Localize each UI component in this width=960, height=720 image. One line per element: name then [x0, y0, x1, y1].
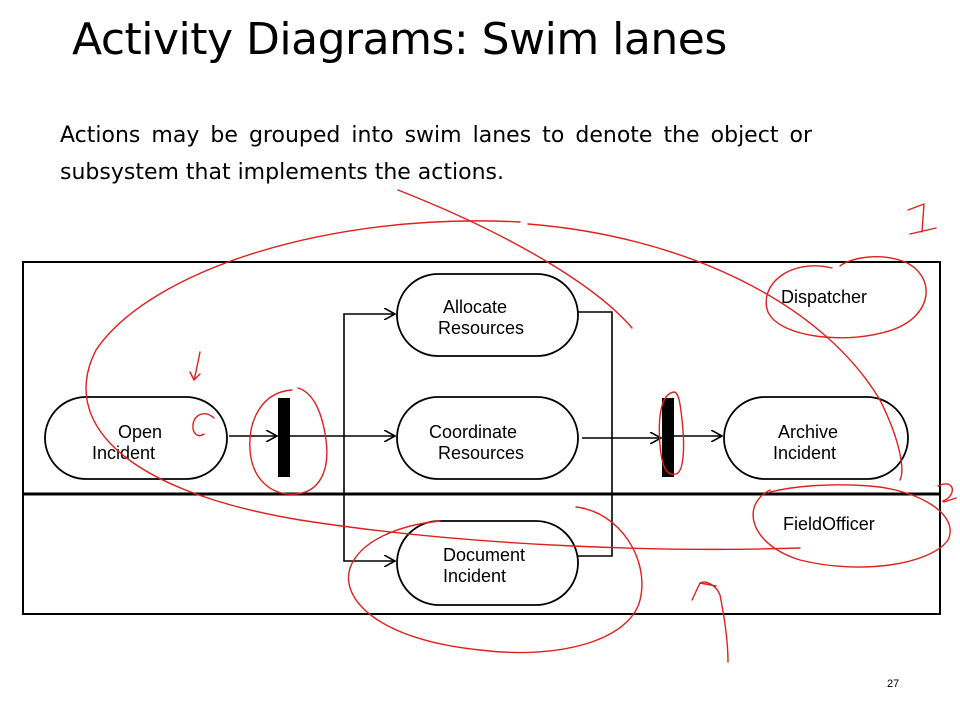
action-label-line: Incident [92, 443, 155, 463]
action-label-line: Incident [443, 566, 506, 586]
annotation-stroke [397, 189, 633, 329]
lane-label-field-officer: FieldOfficer [783, 514, 875, 534]
action-label-line: Incident [773, 443, 836, 463]
action-node-shape [396, 520, 579, 606]
slide-title: Activity Diagrams: Swim lanes [72, 14, 727, 65]
fork-bar-circle [249, 387, 328, 495]
action-open-incident: Open Incident [44, 396, 228, 480]
fork-bar [278, 398, 290, 477]
action-node-shape [396, 273, 579, 357]
action-allocate-resources: Allocate Resources [396, 273, 579, 357]
annotation-arrow [189, 351, 201, 381]
swimlane-frame [22, 261, 941, 615]
document-incident-circle [347, 506, 643, 654]
action-label-line: Open [118, 422, 162, 442]
annotation-stroke [192, 413, 215, 437]
handwritten-number-2 [937, 483, 957, 503]
join-bar-circle [658, 391, 685, 476]
lane-label-dispatcher: Dispatcher [781, 287, 867, 307]
dispatcher-lane-loop [85, 220, 801, 551]
flow-arrow [343, 436, 395, 561]
action-label-line: Resources [438, 443, 524, 463]
handwritten-number-1 [907, 203, 937, 235]
action-node-shape [723, 396, 909, 480]
flow-line [578, 311, 613, 557]
slide-body-text: Actions may be grouped into swim lanes t… [60, 123, 812, 185]
action-label-line: Allocate [443, 297, 507, 317]
flow-arrow [343, 314, 395, 436]
action-coordinate-resources: Coordinate Resources [396, 396, 579, 480]
pointer-arrow-shaft [699, 581, 729, 663]
dispatcher-lane-loop [527, 223, 903, 481]
action-node-shape [396, 396, 579, 480]
pointer-arrow-head [691, 582, 717, 601]
action-label-line: Document [443, 545, 525, 565]
handwritten-annotations [85, 189, 957, 663]
action-document-incident: Document Incident [396, 520, 579, 606]
page-number: 27 [887, 678, 900, 690]
join-bar [662, 398, 674, 477]
control-flows [229, 312, 722, 561]
action-label-line: Resources [438, 318, 524, 338]
action-label-line: Coordinate [429, 422, 517, 442]
dispatcher-label-circle [765, 256, 927, 339]
action-archive-incident: Archive Incident [723, 396, 909, 480]
action-label-line: Archive [778, 422, 838, 442]
field-officer-label-circle [752, 484, 951, 568]
action-node-shape [44, 396, 228, 480]
